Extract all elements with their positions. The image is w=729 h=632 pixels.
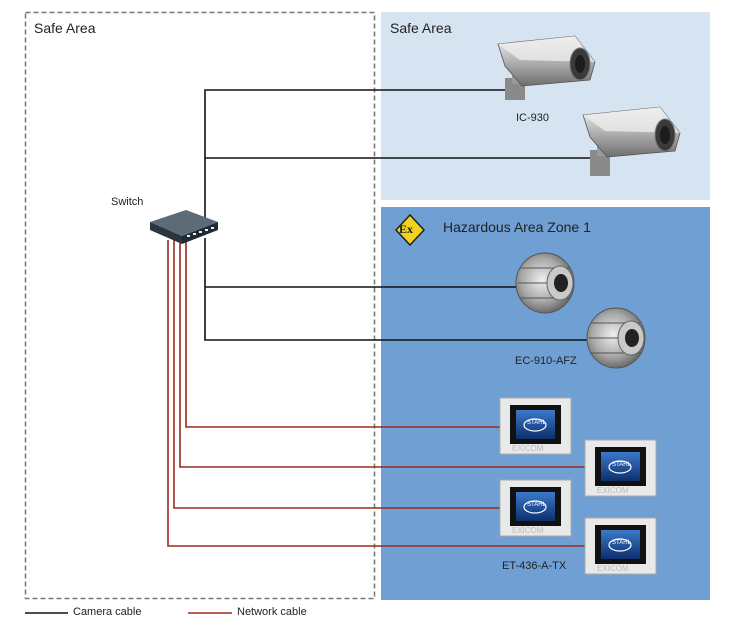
network-cables [167,240,585,547]
legend-camera-cable: Camera cable [73,606,142,618]
terminal-2-logo: STAHL [612,462,631,468]
safe-area-label: Safe Area [390,20,452,36]
switch-label: Switch [111,196,144,208]
terminal-1-logo: STAHL [527,420,546,426]
camera-cables [204,89,590,341]
ec-910-afz-label: EC-910-AFZ [515,355,577,367]
left-safe-area-label: Safe Area [34,20,96,36]
terminal-3-logo: STAHL [527,502,546,508]
ex-symbol-text: Ex [399,222,414,236]
ic-930-camera-top [497,35,596,100]
left-safe-area-boundary [24,11,376,600]
terminal-4-watermark: EXICOM [597,564,629,573]
terminal-2-watermark: EXICOM [597,486,629,495]
ex-hazard-badge [394,213,426,247]
terminal-3 [499,479,572,537]
ic-930-camera-bottom [582,106,681,176]
terminal-3-watermark: EXICOM [512,526,544,535]
terminal-4 [584,517,657,575]
hazard-area-label: Hazardous Area Zone 1 [443,219,591,235]
et-436-a-tx-label: ET-436-A-TX [502,560,567,572]
legend-network-cable: Network cable [237,606,307,618]
ic-930-label: IC-930 [516,112,550,124]
network-switch [150,210,218,244]
terminal-4-logo: STAHL [612,540,631,546]
terminal-1 [499,397,572,455]
ec-910-afz-camera-bottom [586,307,646,369]
terminal-1-watermark: EXICOM [512,444,544,453]
ec-910-afz-camera-top [515,252,575,314]
terminal-2 [584,439,657,497]
